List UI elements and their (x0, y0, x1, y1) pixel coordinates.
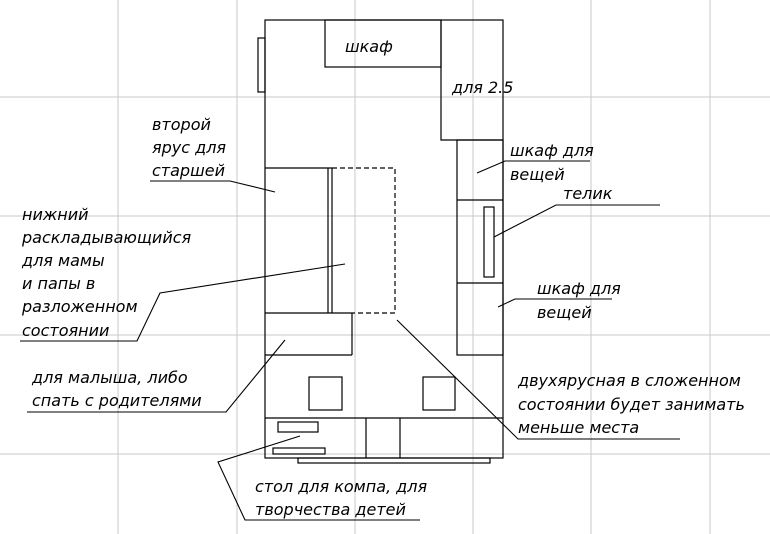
label-second-tier-line: ярус для (152, 138, 226, 157)
tv (483, 206, 495, 278)
label-bunk-folded-line: состоянии будет занимать (518, 395, 745, 414)
desk-ledge (297, 457, 491, 464)
leader-bunk-folded (396, 319, 680, 440)
label-wardrobe-lower-line: шкаф для (537, 279, 621, 298)
leaders (20, 160, 680, 521)
label-desk-line: стол для компа, для (255, 477, 427, 496)
label-bunk-folded-line: меньше места (518, 418, 639, 437)
leader-tv (493, 204, 660, 238)
leader-baby (27, 339, 286, 413)
label-baby-line: спать с родителями (32, 391, 202, 410)
label-wardrobe-lower-line: вещей (537, 303, 592, 322)
wardrobe-right-column (456, 139, 504, 356)
stool (308, 376, 343, 411)
labels: шкаф для 2.5 второй ярус для старшей шка… (21, 37, 745, 519)
label-lower-fold-out-line: состоянии (22, 321, 109, 340)
keyboard (272, 447, 326, 455)
label-baby-line: для малыша, либо (31, 368, 188, 387)
label-wardrobe-2-5: для 2.5 (451, 78, 513, 97)
leader-desk (217, 435, 420, 521)
label-wardrobe-upper-line: шкаф для (510, 141, 594, 160)
label-wardrobe-upper-line: вещей (510, 165, 565, 184)
room-plan (257, 19, 504, 464)
bunk-bed-unfolded-outline (332, 167, 396, 314)
leader-lower-fold-out (20, 263, 346, 342)
label-desk-line: творчества детей (255, 500, 406, 519)
leader-wardrobe-lower (497, 298, 612, 308)
label-tv: телик (563, 184, 613, 203)
label-lower-fold-out-line: нижний (22, 205, 89, 224)
leader-second-tier (150, 180, 276, 193)
label-lower-fold-out-line: и папы в (22, 274, 95, 293)
monitor (277, 421, 319, 433)
label-lower-fold-out-line: для мамы (21, 251, 105, 270)
label-lower-fold-out-line: раскладывающийся (21, 228, 192, 247)
label-bunk-folded-line: двухярусная в сложенном (517, 371, 741, 390)
leader-wardrobe-upper (476, 160, 590, 174)
label-second-tier-line: второй (152, 115, 211, 134)
stool (422, 376, 456, 411)
window-sill (257, 37, 266, 93)
label-wardrobe-top: шкаф (345, 37, 393, 56)
label-lower-fold-out-line: разложенном (21, 297, 138, 316)
label-second-tier-line: старшей (152, 161, 225, 180)
